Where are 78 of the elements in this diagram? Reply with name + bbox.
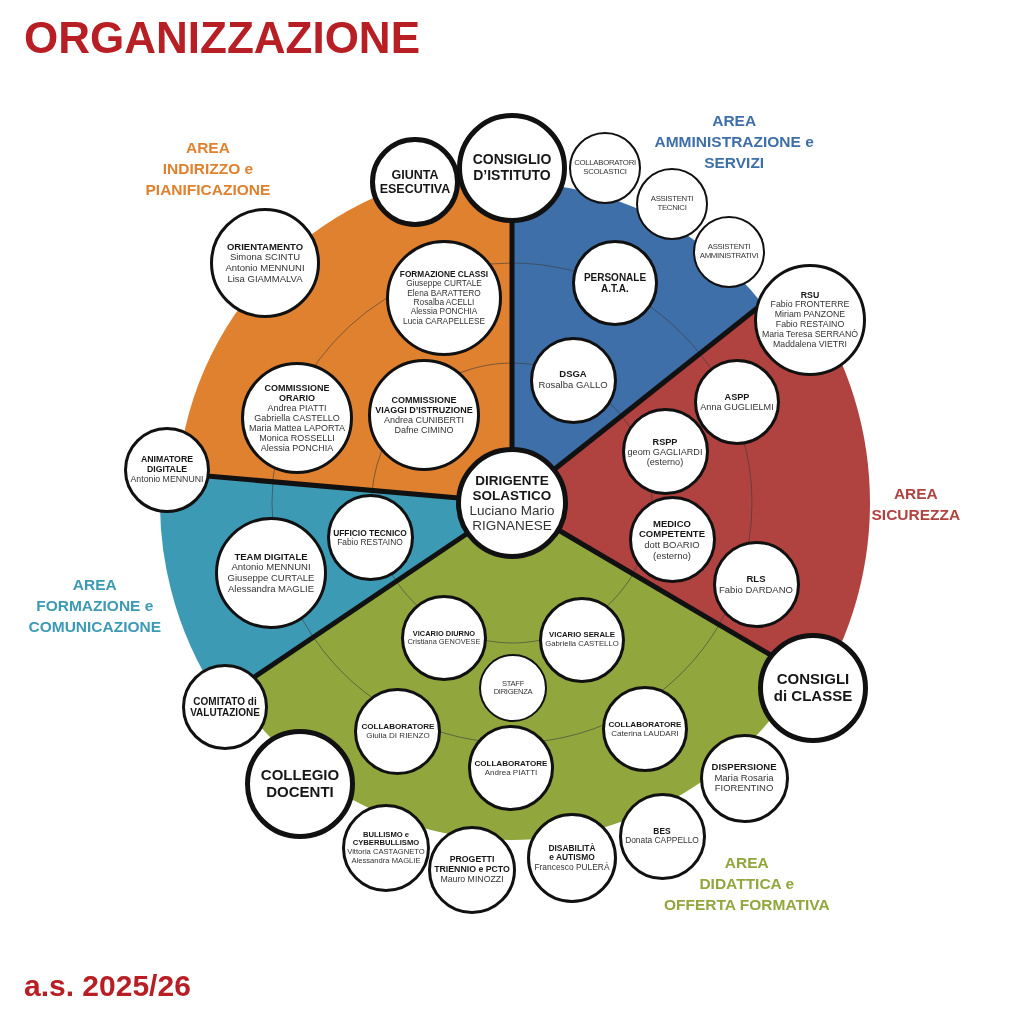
role-circle (569, 132, 641, 204)
member-name: Miriam PANZONE (774, 310, 846, 320)
year-caption: a.s. 2025/26 (24, 968, 191, 1004)
member-name: Rosalba ACELLI (413, 298, 475, 307)
member-name: Rosalba GALLO (538, 380, 608, 391)
member-name: Antonio MENNUNI (225, 263, 305, 274)
member-name: Lisa GIAMMALVA (227, 273, 303, 285)
role-title: PROGETTI TRIENNIO e PCTO (434, 855, 510, 875)
role-title: CONSIGLI di CLASSE (773, 671, 853, 705)
role-title: ASPP (724, 391, 750, 402)
area-title: AREA INDIRIZZO e PIANIFICAZIONE (145, 138, 271, 200)
member-name: Maddalena VIETRI (773, 339, 847, 350)
role-title: UFFICIO TECNICO (333, 528, 407, 538)
role-title: DISPERSIONE (711, 762, 777, 773)
member-name: Francesco PULERÀ (534, 862, 610, 873)
area-title: AREA SICUREZZA (871, 484, 961, 525)
member-name: Elena BARATTERO (407, 288, 481, 298)
area-title: AREA AMMINISTRAZIONE e SERVIZI (654, 111, 814, 173)
role-title: RSPP (652, 436, 678, 447)
area-title: AREA FORMAZIONE e COMUNICAZIONE (28, 575, 162, 637)
member-name: Alessia PONCHIA (260, 443, 334, 454)
member-name: Alessandra MAGLIE (227, 583, 315, 595)
member-name: dott BOARIO (esterno) (644, 540, 700, 562)
member-name: geom GAGLIARDI (esterno) (627, 446, 703, 468)
role-circle (693, 216, 765, 288)
member-name: Giuseppe CURTALE (227, 573, 315, 584)
role-circle (636, 168, 708, 240)
role-title: PERSONALE A.T.A. (583, 271, 647, 295)
member-name: Mauro MINOZZI (440, 874, 504, 885)
area-title: AREA DIDATTICA e OFFERTA FORMATIVA (664, 853, 830, 915)
page-title: ORGANIZZAZIONE (24, 12, 420, 64)
member-name: Giuseppe CURTALE (406, 279, 482, 289)
role-title: COLLABORATORE (608, 720, 682, 729)
role-circle (618, 792, 706, 880)
member-name: Fabio RESTAINO (775, 320, 845, 329)
member-name: Fabio DARDANO (719, 585, 793, 596)
role-title: DIRIGENTE SOLASTICO (472, 472, 552, 503)
role-title: CONSIGLIO D’ISTITUTO (472, 152, 552, 184)
member-name: Gabriella CASTELLO (254, 412, 340, 424)
member-name: Maria Teresa SERRANÒ (761, 329, 859, 340)
member-name: Giulia DI RIENZO (366, 731, 430, 740)
member-name: Antonio MENNUNI (231, 562, 311, 573)
member-name: Maria Rosaria FIORENTINO (714, 772, 774, 794)
member-name: Alessia PONCHIA (410, 307, 478, 317)
member-name: Maria Mattea LAPORTA (248, 423, 346, 434)
role-title: DSGA (559, 369, 587, 380)
member-name: Andrea CUNIBERTI (384, 415, 464, 426)
member-name: Simona SCINTU (229, 252, 301, 263)
role-title: COMMISSIONE ORARIO (264, 382, 330, 403)
role-title: DISABILITÀ e AUTISMO (548, 843, 596, 863)
member-name: Andrea PIATTI (484, 768, 538, 777)
role-title: COLLABORATORE (474, 759, 548, 768)
role-title: COMMISSIONE VIAGGI D’ISTRUZIONE (375, 394, 473, 415)
role-title: COLLEGIO DOCENTI (260, 767, 340, 801)
role-title: RSU (800, 290, 820, 301)
member-name: Luciano Mario RIGNANESE (469, 503, 555, 534)
role-title: COLLABORATORE (361, 722, 435, 731)
member-name: Lucia CARAPELLESE (403, 316, 485, 326)
role-title: ORIENTAMENTO (226, 241, 304, 253)
member-name: Anna GUGLIELMI (700, 402, 774, 413)
role-title: TEAM DIGITALE (234, 551, 308, 563)
role-title: FORMAZIONE CLASSI (399, 270, 489, 280)
member-name: Andrea PIATTI (267, 402, 327, 413)
role-title: COMITATO di VALUTAZIONE (190, 695, 260, 719)
role-circle (182, 664, 268, 750)
member-name: Dafne CIMINO (394, 425, 454, 436)
member-name: Fabio RESTAINO (337, 538, 403, 548)
role-title: MEDICO COMPETENTE (639, 518, 705, 540)
member-name: Monica ROSSELLI (259, 433, 335, 444)
role-title: RLS (746, 574, 766, 585)
member-name: Fabio FRONTERRE (770, 300, 850, 310)
member-name: Donata CAPPELLO (625, 836, 699, 846)
role-title: GIUNTA ESECUTIVA (379, 168, 451, 196)
member-name: Caterina LAUDARI (611, 729, 679, 738)
member-name: Antonio MENNUNI (130, 474, 204, 485)
role-title: BES (653, 826, 671, 836)
role-circle (342, 804, 430, 892)
role-title: ANIMATORE DIGITALE (140, 455, 194, 475)
